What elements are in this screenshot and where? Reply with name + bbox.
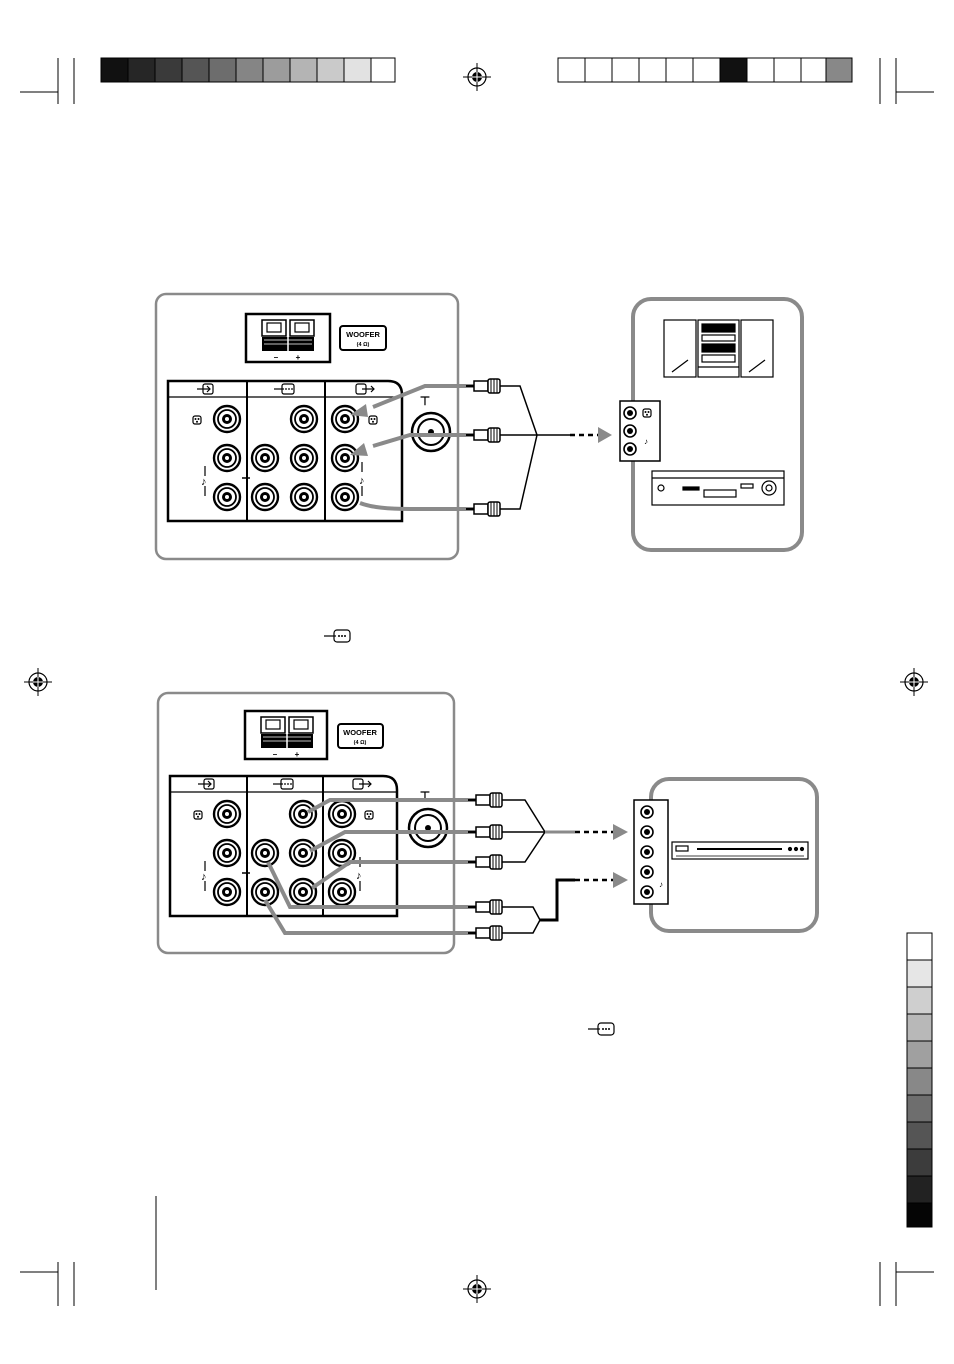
gray-scale-bar-vertical [907, 933, 932, 1227]
woofer-label: WOOFER [346, 330, 380, 339]
woofer-minus-label: – [273, 750, 278, 759]
music-note-icon: ♪ [659, 880, 663, 889]
output-audio-right-jack [329, 879, 355, 905]
dvd-player-icon [672, 842, 808, 859]
woofer-minus-label: – [274, 353, 279, 362]
audio-equipment-panel: ♪ [620, 299, 802, 550]
woofer-terminal-2: – + [245, 711, 327, 759]
rca-plug [468, 926, 502, 940]
woofer-plus-label: + [295, 750, 300, 759]
woofer-badge-2: WOOFER (4 Ω) [338, 724, 383, 748]
diagram-output-connection: – + WOOFER (4 Ω) [156, 294, 802, 559]
rca-plug [468, 855, 502, 869]
rca-plug [466, 379, 500, 393]
woofer-label: WOOFER [343, 728, 377, 737]
diagram-monitor-connection: – + WOOFER (4 Ω) [158, 693, 817, 953]
video-jack-icon [365, 811, 373, 819]
output-audio-left-jack [332, 445, 358, 471]
monitor-jack-d [291, 484, 317, 510]
monitor-jack-a [252, 840, 278, 866]
input-audio-left-jack [214, 445, 240, 471]
registration-mark-right [900, 668, 928, 696]
rca-plug [466, 502, 500, 516]
rca-plug [468, 793, 502, 807]
monitor-jack-b [291, 445, 317, 471]
monitor-input-icon [324, 630, 350, 642]
monitor-jack-a [252, 445, 278, 471]
monitor-jack-b [290, 840, 316, 866]
cd-player-icon [652, 471, 784, 505]
monitor-jack-c [252, 484, 278, 510]
music-note-icon: ♪ [201, 476, 207, 488]
stereo-system-icon [664, 320, 773, 377]
input-video-jack [214, 801, 240, 827]
gray-scale-bar-left [101, 58, 395, 82]
antenna-icon: ⊤ [420, 394, 430, 408]
woofer-ohm-label: (4 Ω) [354, 740, 367, 746]
input-audio-right-jack [214, 879, 240, 905]
registration-mark-left [24, 668, 52, 696]
input-audio-left-jack [214, 840, 240, 866]
monitor-video-jack [290, 801, 316, 827]
rca-plug [468, 825, 502, 839]
input-video-jack [214, 406, 240, 432]
video-jack-icon [194, 811, 202, 819]
output-video-jack [329, 801, 355, 827]
jack-board-1: ♪ ♪ [168, 381, 402, 521]
video-jack-icon [369, 416, 377, 424]
video-jack-icon [193, 416, 201, 424]
print-marks [20, 58, 934, 1306]
registration-mark-top [463, 63, 491, 91]
monitor-jack-d [290, 879, 316, 905]
woofer-ohm-label: (4 Ω) [357, 342, 370, 348]
rca-plug [466, 428, 500, 442]
input-audio-right-jack [214, 484, 240, 510]
music-note-icon: ♪ [201, 871, 207, 883]
music-note-icon: ♪ [359, 475, 365, 487]
woofer-badge-1: WOOFER (4 Ω) [340, 326, 386, 350]
woofer-terminal-1: – + [246, 314, 330, 362]
dvd-player-panel: ♪ [634, 779, 817, 931]
output-video-jack [332, 406, 358, 432]
monitor-video-jack [291, 406, 317, 432]
music-note-icon: ♪ [356, 870, 362, 882]
woofer-plus-label: + [296, 353, 301, 362]
output-audio-right-jack [332, 484, 358, 510]
registration-mark-bottom [463, 1275, 491, 1303]
music-note-icon: ♪ [644, 437, 648, 446]
gray-scale-bar-right [558, 58, 852, 82]
rca-plug [468, 900, 502, 914]
monitor-input-icon [588, 1023, 614, 1035]
